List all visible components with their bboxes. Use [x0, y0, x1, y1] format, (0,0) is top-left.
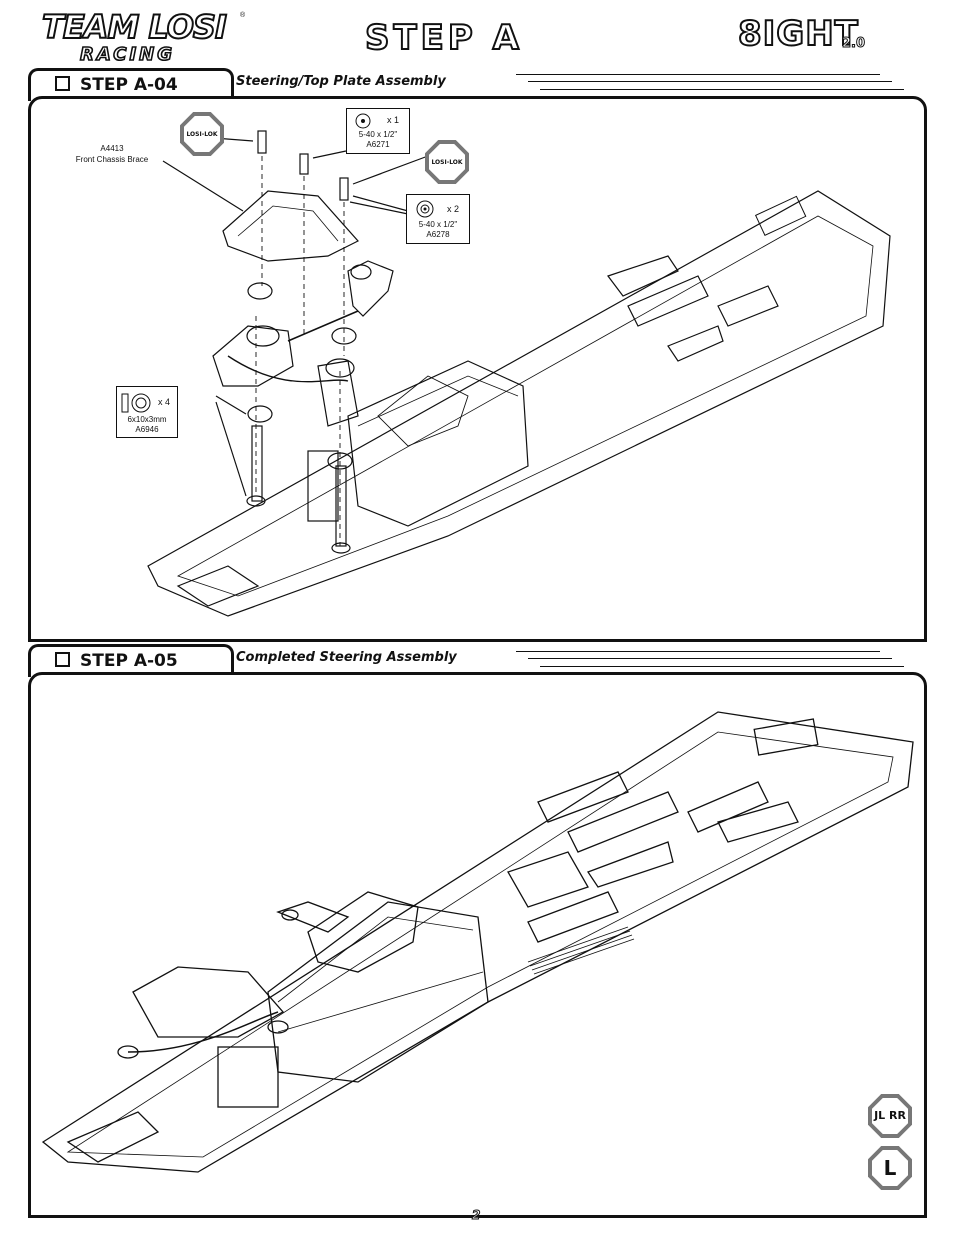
brace-part-code: A4413	[100, 144, 124, 153]
losi-lok-label: LOSI-LOK	[184, 116, 220, 152]
divider	[516, 651, 880, 652]
screw-a6278-qty: x 2	[447, 204, 460, 214]
front-chassis-brace	[222, 190, 359, 262]
chassis-plate	[41, 711, 914, 1173]
shock-mount	[307, 450, 339, 522]
screw	[339, 177, 349, 201]
screw-a6278-size: 5-40 x 1/2"	[418, 220, 458, 229]
step-a04-drawing	[147, 130, 891, 617]
washer-screw-icon	[355, 113, 371, 129]
servo-saver	[347, 260, 394, 317]
step-a04-heading: STEP A-04	[55, 74, 178, 96]
losi-lok-badge: LOSI-LOK	[180, 112, 224, 156]
bearing-a6946-size: 6x10x3mm	[127, 415, 167, 424]
screw	[299, 153, 309, 175]
racing-logo: RACING	[79, 43, 175, 66]
bellcrank-right	[317, 360, 359, 427]
chassis-plate	[147, 190, 891, 617]
washer-screw-icon	[416, 200, 434, 218]
divider	[528, 81, 892, 82]
step-a05-label: STEP A-05	[80, 651, 178, 671]
divider	[528, 658, 892, 659]
eight-logo: 8IGHT	[737, 13, 859, 55]
post	[251, 425, 263, 502]
bearing	[247, 282, 273, 300]
screw-a6278-part: A6278	[426, 230, 450, 239]
checkbox-icon	[55, 76, 70, 91]
team-losi-logo: TEAM LOSI	[41, 8, 228, 46]
step-a05-panel	[28, 672, 927, 1218]
step-a05-subtitle: Completed Steering Assembly	[236, 650, 457, 665]
screw-a6271-callout: x 1 5-40 x 1/2" A6271	[346, 108, 410, 154]
bearing	[331, 327, 357, 345]
bellcrank-left	[212, 325, 294, 387]
brace-part-name: Front Chassis Brace	[75, 155, 149, 164]
bearing	[327, 452, 353, 470]
step-a04-label: STEP A-04	[80, 75, 178, 95]
screw-a6271-part: A6271	[366, 140, 390, 149]
post-assembly	[217, 1046, 279, 1108]
left-thread-badge: L	[868, 1146, 912, 1190]
battery-box	[347, 360, 529, 527]
page-title: STEP A	[364, 17, 523, 59]
bearing-a6946-part: A6946	[135, 425, 159, 434]
divider	[540, 89, 904, 90]
losi-lok-label: LOSI-LOK	[429, 144, 465, 180]
screw-a6278-callout: x 2 5-40 x 1/2" A6278	[406, 194, 470, 244]
checkbox-icon	[55, 652, 70, 667]
step-a04-subtitle: Steering/Top Plate Assembly	[236, 74, 446, 89]
screw-a6271-size: 5-40 x 1/2"	[358, 130, 398, 139]
reverse-thread-label: JL RR	[872, 1098, 908, 1134]
screw	[257, 130, 267, 154]
registered-mark: ®	[240, 12, 246, 19]
reverse-thread-badge: JL RR	[868, 1094, 912, 1138]
step-a04-panel	[28, 96, 927, 642]
bearing	[247, 405, 273, 423]
step-a05-heading: STEP A-05	[55, 650, 178, 672]
bearing-a6946-callout: x 4 6x10x3mm A6946	[116, 386, 178, 438]
post	[335, 465, 347, 547]
servo	[307, 891, 419, 973]
eight-version: 2.0	[841, 36, 866, 52]
divider	[540, 666, 904, 667]
step-a05-tab	[28, 644, 234, 677]
bearing-a6946-qty: x 4	[158, 397, 171, 407]
step-a05-drawing	[41, 711, 914, 1173]
bearing-icon	[121, 393, 151, 413]
step-a04-tab	[28, 68, 234, 101]
front-chassis-brace	[132, 966, 285, 1038]
servo-saver	[276, 901, 350, 933]
left-thread-label: L	[872, 1150, 908, 1186]
screw-a6271-qty: x 1	[387, 115, 400, 125]
divider	[516, 74, 880, 75]
page-number: 2	[471, 1208, 481, 1223]
losi-lok-badge: LOSI-LOK	[425, 140, 469, 184]
